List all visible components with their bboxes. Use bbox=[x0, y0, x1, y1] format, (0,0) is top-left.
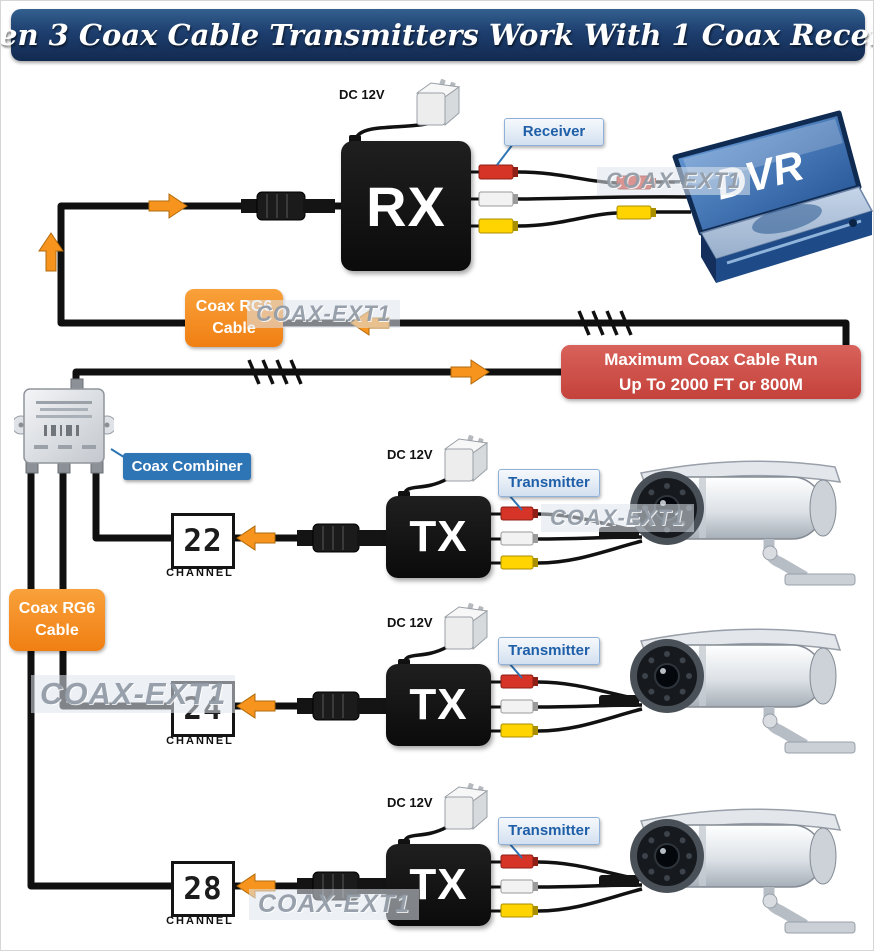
channel-row-22: DC 12V TX Transmitter 22 CHANNEL COAX-EX… bbox=[1, 441, 874, 593]
coax-rg6-line2: Cable bbox=[35, 622, 79, 639]
security-camera-icon-3 bbox=[619, 789, 865, 937]
rx-label: RX bbox=[366, 174, 446, 238]
channel-caption: CHANNEL bbox=[166, 567, 234, 579]
coax-combiner-device-icon bbox=[14, 378, 114, 474]
power-adapter-receiver-icon bbox=[409, 77, 463, 129]
channel-display-22: 22 bbox=[171, 513, 235, 569]
flow-arrow-right bbox=[148, 193, 188, 219]
rca-cable-bundle-tx3 bbox=[491, 854, 643, 918]
rx-receiver-box: RX bbox=[341, 141, 471, 271]
watermark-coax-ext1: COAX-EXT1 bbox=[597, 167, 750, 195]
rca-cable-bundle-tx2 bbox=[491, 674, 643, 738]
bnc-connector-tx1 bbox=[297, 523, 387, 553]
channel-display-28: 28 bbox=[171, 861, 235, 917]
flow-arrow-up bbox=[38, 232, 64, 272]
transmitter-tag-3: Transmitter bbox=[498, 817, 600, 845]
channel-number: 28 bbox=[183, 871, 223, 907]
title-banner: When 3 Coax Cable Transmitters Work With… bbox=[1, 9, 873, 61]
tx-transmitter-box-2: TX bbox=[386, 664, 491, 746]
page-title: When 3 Coax Cable Transmitters Work With… bbox=[0, 18, 873, 52]
dc-power-label-tx3: DC 12V bbox=[387, 795, 433, 810]
coax-rg6-line2: Cable bbox=[212, 320, 256, 337]
bnc-connector-tx2 bbox=[297, 691, 387, 721]
watermark-coax-ext1: COAX-EXT1 bbox=[31, 675, 236, 713]
tx-label: TX bbox=[409, 512, 468, 561]
dc-power-label-receiver: DC 12V bbox=[339, 87, 385, 102]
channel-caption: CHANNEL bbox=[166, 735, 234, 747]
cable-break-marks bbox=[247, 310, 633, 385]
channel-row-28: DC 12V TX Transmitter 28 CHANNEL bbox=[1, 789, 874, 941]
power-adapter-tx2-icon bbox=[437, 601, 491, 653]
tag-leader-lines bbox=[110, 143, 523, 859]
coax-rg6-label-left: Coax RG6 Cable bbox=[9, 589, 105, 651]
transmitter-tag-2: Transmitter bbox=[498, 637, 600, 665]
dc-power-label-tx1: DC 12V bbox=[387, 447, 433, 462]
tx-transmitter-box-1: TX bbox=[386, 496, 491, 578]
max-cable-run-badge: Maximum Coax Cable Run Up To 2000 FT or … bbox=[561, 345, 861, 399]
tx-label: TX bbox=[409, 680, 468, 729]
coax-rg6-line1: Coax RG6 bbox=[18, 600, 96, 618]
flow-arrow-right bbox=[450, 359, 490, 385]
power-adapter-tx1-icon bbox=[437, 433, 491, 485]
max-run-line1: Maximum Coax Cable Run bbox=[604, 349, 818, 369]
main-coax-run bbox=[57, 202, 850, 383]
power-adapter-tx3-icon bbox=[437, 781, 491, 833]
flow-arrow-left bbox=[236, 693, 276, 719]
flow-arrow-left bbox=[236, 525, 276, 551]
max-run-line2: Up To 2000 FT or 800M bbox=[619, 375, 803, 394]
security-camera-icon-2 bbox=[619, 609, 865, 757]
transmitter-tag-1: Transmitter bbox=[498, 469, 600, 497]
receiver-tag: Receiver bbox=[504, 118, 604, 146]
bnc-connector-rx bbox=[241, 191, 335, 221]
dc-power-label-tx2: DC 12V bbox=[387, 615, 433, 630]
channel-caption: CHANNEL bbox=[166, 915, 234, 927]
watermark-coax-ext1: COAX-EXT1 bbox=[249, 889, 420, 920]
channel-number: 22 bbox=[183, 523, 223, 559]
watermark-coax-ext1: COAX-EXT1 bbox=[247, 300, 400, 328]
coax-combiner-tag: Coax Combiner bbox=[123, 453, 251, 480]
watermark-coax-ext1: COAX-EXT1 bbox=[541, 504, 694, 532]
